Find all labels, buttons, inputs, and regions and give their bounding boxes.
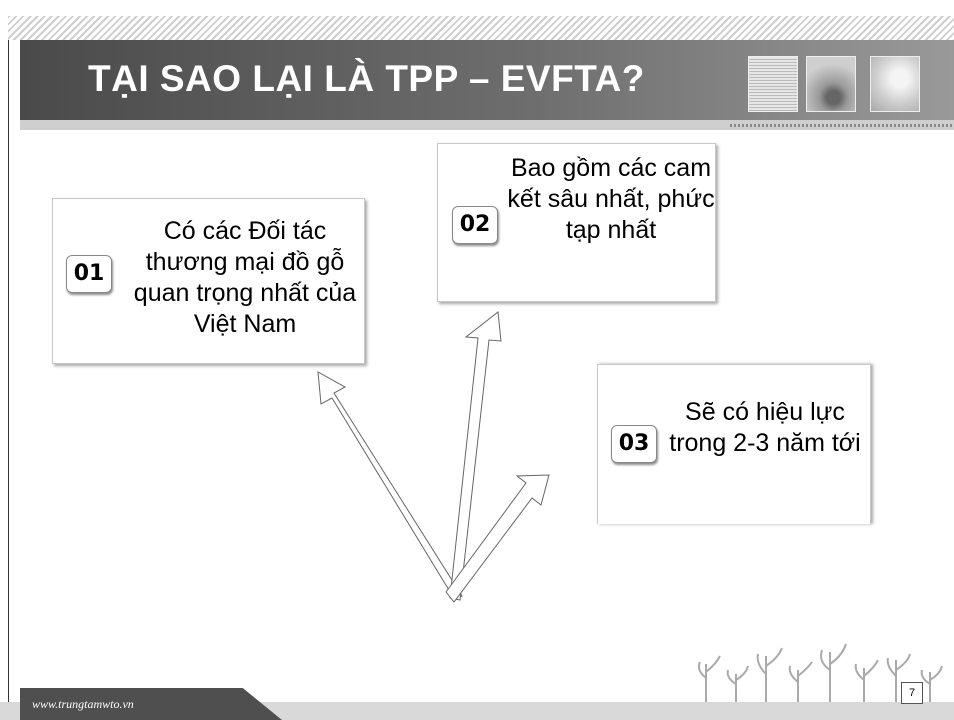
footer-tab	[20, 688, 282, 720]
point-number-01: 01	[66, 255, 112, 293]
sprout-thumbnail	[806, 56, 856, 112]
slide-frame	[8, 16, 9, 720]
point-number-02: 02	[452, 206, 498, 244]
title-underbar	[20, 120, 954, 130]
title-bar	[20, 40, 954, 120]
title-dotted-line	[730, 124, 954, 127]
arrows-graphic	[317, 311, 550, 603]
arrow-up-left-icon	[317, 371, 463, 601]
arrow-up-right-icon	[445, 474, 550, 603]
slide-title: TẠI SAO LẠI LÀ TPP – EVFTA?	[88, 58, 645, 99]
point-text-02: Bao gồm các cam kết sâu nhất, phức tạp n…	[507, 154, 715, 244]
point-text-03: Sẽ có hiệu lực trong 2-3 năm tới	[669, 398, 861, 457]
header-stripes	[8, 16, 954, 40]
page-number: 7	[901, 682, 923, 704]
leaf-thumbnail	[870, 56, 920, 112]
texture-thumbnail	[748, 56, 798, 112]
point-number-03: 03	[611, 425, 657, 463]
arrow-up-icon	[449, 311, 502, 601]
point-text-01: Có các Đối tác thương mại đồ gỗ quan trọ…	[133, 217, 357, 338]
plant-sprouts-icon	[697, 643, 943, 702]
footer-website: www.trungtamwto.vn	[32, 697, 134, 711]
